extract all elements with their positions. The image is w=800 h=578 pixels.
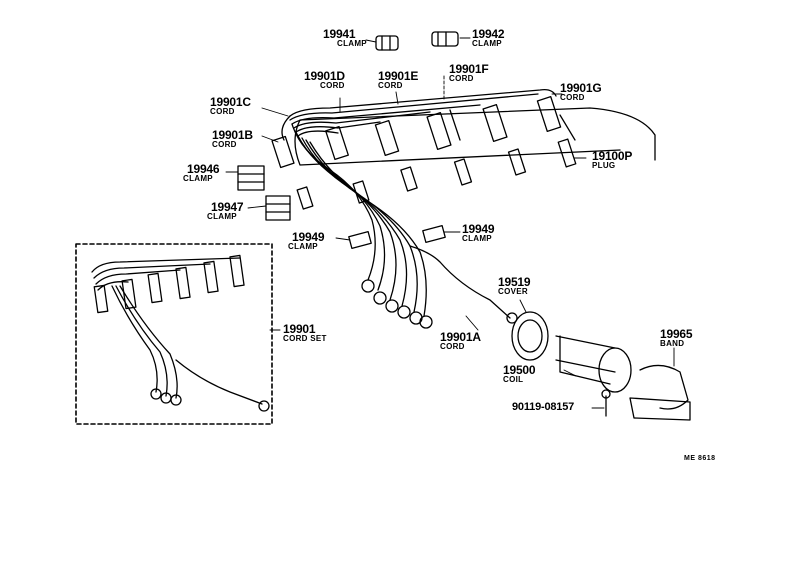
part-name: COIL	[503, 375, 524, 384]
part-number: 19519	[498, 275, 531, 289]
spark-plugs	[297, 139, 576, 209]
inset-harness	[92, 255, 269, 411]
part-number: 19901D	[304, 69, 345, 83]
clamp-19941	[376, 36, 398, 50]
part-name: CLAMP	[462, 234, 492, 243]
part-number: 19941	[323, 27, 356, 41]
clamp-19946	[238, 166, 264, 190]
part-name: CLAMP	[288, 242, 318, 251]
part-number: 19949	[292, 230, 325, 244]
part-name: CORD	[210, 107, 235, 116]
part-name: CORD	[440, 342, 465, 351]
clamp-19949-left	[349, 232, 371, 249]
part-name: CORD	[449, 74, 474, 83]
part-number: 19901F	[449, 62, 489, 76]
part-name: CLAMP	[183, 174, 213, 183]
clamp-19949-right	[423, 226, 445, 243]
part-number: 19901	[283, 322, 316, 336]
part-name: CORD	[212, 140, 237, 149]
cord-set-inset-box	[76, 244, 272, 424]
part-number: 19500	[503, 363, 536, 377]
part-name: CORD	[560, 93, 585, 102]
part-name: CORD	[378, 81, 403, 90]
leader-lines	[226, 38, 674, 408]
diagram-code: ME 8618	[684, 455, 716, 462]
part-number: 19947	[211, 200, 244, 214]
plug-boots	[272, 97, 561, 168]
clamp-19947	[266, 196, 290, 220]
part-name: CLAMP	[472, 39, 502, 48]
part-number: 19901C	[210, 95, 251, 109]
part-name: BAND	[660, 339, 685, 348]
coil-assembly	[512, 312, 690, 420]
engine-head-outline	[295, 108, 655, 165]
part-number: 19949	[462, 222, 495, 236]
part-name: PLUG	[592, 161, 616, 170]
part-number: 19901E	[378, 69, 419, 83]
part-number: 19942	[472, 27, 505, 41]
main-cord-harness	[282, 90, 556, 318]
cord-terminals	[362, 280, 517, 328]
part-number: 19965	[660, 327, 693, 341]
part-number: 19100P	[592, 149, 633, 163]
label-90119-08157: 90119-08157	[512, 401, 575, 413]
part-name: CORD	[320, 81, 345, 90]
part-number: 19946	[187, 162, 220, 176]
part-number: 19901G	[560, 81, 602, 95]
part-name: COVER	[498, 287, 528, 296]
part-name: CLAMP	[207, 212, 237, 221]
part-number: 19901B	[212, 128, 253, 142]
part-name: CORD SET	[283, 334, 327, 343]
part-number: 19901A	[440, 330, 481, 344]
clamp-19942	[432, 32, 458, 46]
part-name: CLAMP	[337, 39, 367, 48]
